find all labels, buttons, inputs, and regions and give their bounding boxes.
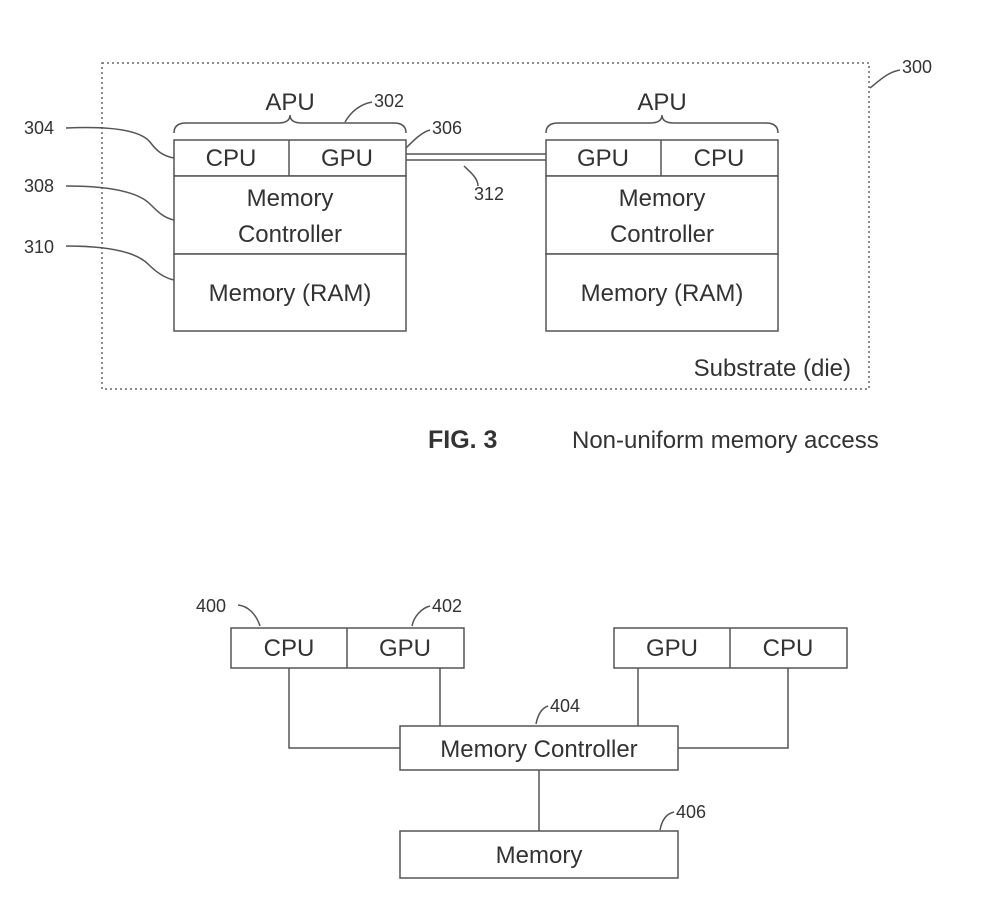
left-apu-proc-row <box>173 139 407 177</box>
fig3-caption: Non-uniform memory access <box>572 427 879 454</box>
right-ram-label: Memory (RAM) <box>581 280 744 307</box>
left-apu-brace <box>173 114 407 134</box>
ref-leader-310 <box>65 245 175 281</box>
ref-312: 312 <box>474 184 504 204</box>
ref-leader-308 <box>65 185 175 221</box>
ref-300: 300 <box>902 57 932 77</box>
right-apu-proc-row <box>545 139 779 177</box>
fig4-link-right-cpu <box>678 668 789 749</box>
ref-leader-400 <box>237 604 261 627</box>
right-apu-title: APU <box>637 89 686 116</box>
ref-leader-404 <box>535 705 549 725</box>
ref-310: 310 <box>24 237 54 257</box>
left-ram-label: Memory (RAM) <box>209 280 372 307</box>
left-cpu-label: CPU <box>206 145 257 172</box>
right-cpu-label: CPU <box>694 145 745 172</box>
ref-302: 302 <box>374 91 404 111</box>
right-apu-brace <box>545 114 779 134</box>
fig3: 300 Substrate (die) APU CPU GPU Memory C… <box>24 57 932 454</box>
ref-400: 400 <box>196 596 226 616</box>
right-mc-line1: Memory <box>619 185 706 212</box>
fig4: CPU GPU GPU CPU Memory Controller Memory… <box>196 596 848 879</box>
ref-leader-302 <box>344 101 373 123</box>
ref-402: 402 <box>432 596 462 616</box>
left-apu-title: APU <box>265 89 314 116</box>
fig4-left-gpu-label: GPU <box>379 635 431 662</box>
right-ram-box <box>545 253 779 332</box>
left-gpu-label: GPU <box>321 145 373 172</box>
ref-404: 404 <box>550 696 580 716</box>
ref-leader-300 <box>869 69 901 89</box>
fig3-label: FIG. 3 <box>428 426 497 454</box>
right-apu: APU GPU CPU Memory Controller Memory (RA… <box>545 89 779 332</box>
ref-leader-402 <box>411 605 431 627</box>
left-mc-line1: Memory <box>247 185 334 212</box>
substrate-label: Substrate (die) <box>694 355 851 382</box>
ref-304: 304 <box>24 118 54 138</box>
left-ram-box <box>173 253 407 332</box>
ref-leader-306 <box>405 129 431 149</box>
right-memory-controller-box <box>545 175 779 255</box>
ref-308: 308 <box>24 176 54 196</box>
substrate-boundary <box>101 62 870 390</box>
fig4-memory-controller-label: Memory Controller <box>440 736 637 763</box>
ref-leader-406 <box>659 811 675 831</box>
fig4-memory-box <box>399 830 679 879</box>
right-gpu-label: GPU <box>577 145 629 172</box>
ref-leader-312 <box>463 165 479 187</box>
left-mc-line2: Controller <box>238 221 342 248</box>
ref-406: 406 <box>676 802 706 822</box>
fig4-right-cpu-label: CPU <box>763 635 814 662</box>
fig4-right-gpu-label: GPU <box>646 635 698 662</box>
fig4-memory-label: Memory <box>496 842 583 869</box>
ref-306: 306 <box>432 118 462 138</box>
right-mc-line2: Controller <box>610 221 714 248</box>
fig4-left-cpu-label: CPU <box>264 635 315 662</box>
left-apu: APU CPU GPU Memory Controller Memory (RA… <box>173 89 407 332</box>
fig4-link-left-cpu <box>288 668 400 749</box>
ref-leader-304 <box>65 126 175 159</box>
